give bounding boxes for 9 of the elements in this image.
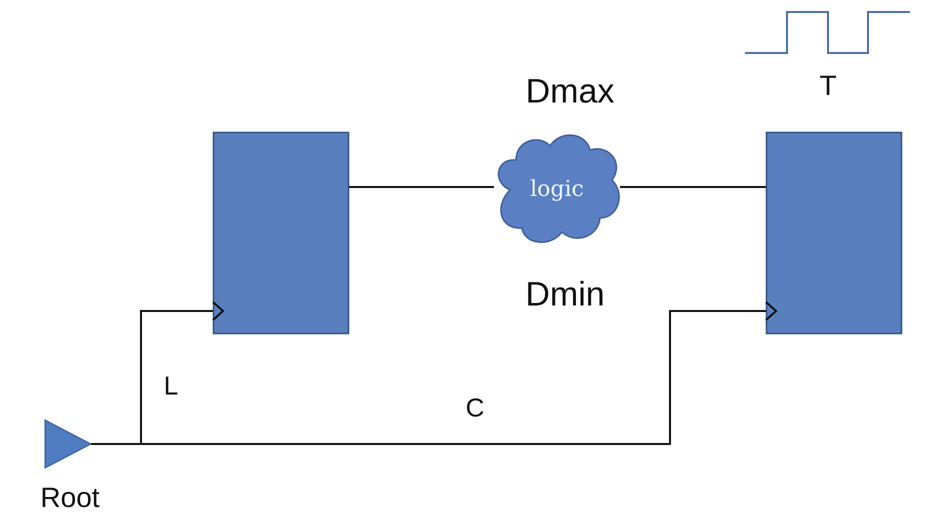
wire: [620, 186, 766, 188]
timing-label: Dmax: [526, 72, 614, 112]
wire: [349, 186, 494, 188]
node-caption: Root: [40, 482, 100, 514]
timing-label: Dmin: [525, 276, 605, 314]
cloud-label: logic: [530, 176, 584, 202]
edge-label: L: [164, 370, 178, 402]
edge-label: C: [466, 392, 484, 424]
timing-label: T: [819, 70, 837, 102]
